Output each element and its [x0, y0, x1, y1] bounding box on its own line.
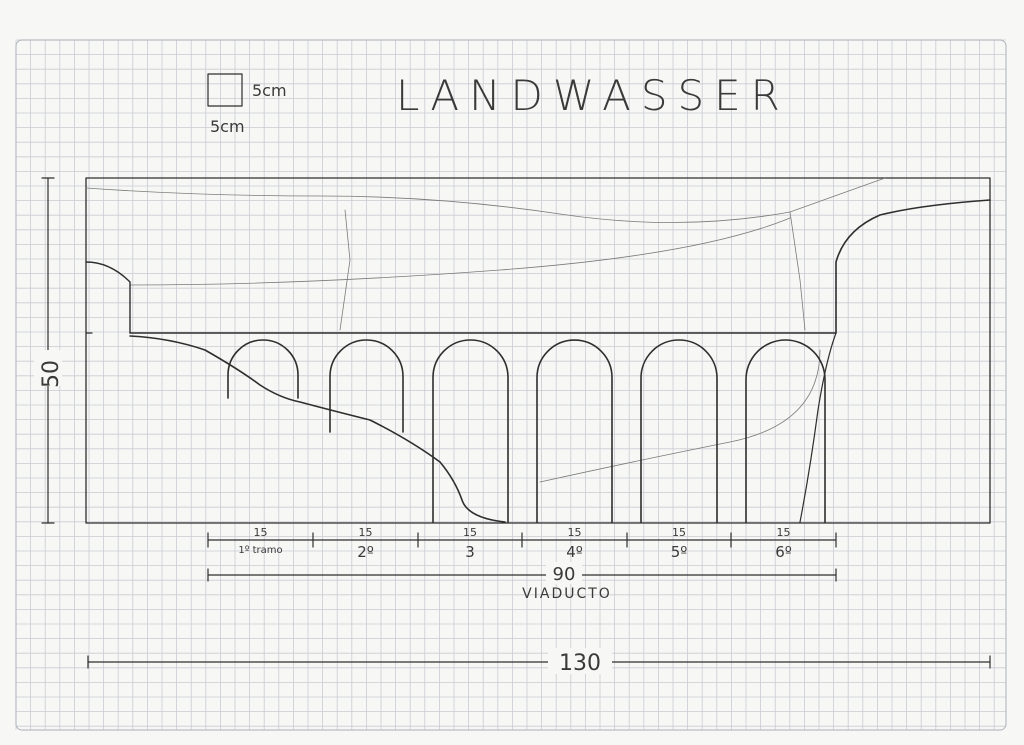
total-width-label: 130 [559, 651, 601, 676]
graph-grid [15, 39, 1006, 730]
terrain-line-upper [85, 177, 886, 223]
viaduct-label: VIADUCTO [522, 586, 612, 602]
span-length-1: 15 [254, 526, 268, 539]
grid-border [15, 39, 1007, 731]
viaduct-label-backdrop [546, 562, 582, 584]
scale-legend-square [207, 73, 243, 107]
scale-height-label: 5cm [210, 117, 245, 136]
terrain-crack-1 [339, 209, 351, 331]
span-label-3: 3 [465, 543, 475, 561]
arch-4 [536, 339, 613, 523]
arch-3 [432, 339, 509, 523]
scale-width-label: 5cm [252, 81, 287, 100]
span-length-5: 15 [672, 526, 686, 539]
arch-5 [640, 339, 718, 523]
right-bank-outline [835, 199, 991, 334]
terrain-crack-2 [789, 211, 806, 331]
span-length-2: 15 [359, 526, 373, 539]
span-label-4: 4º [566, 543, 583, 561]
span-label-2: 2º [357, 543, 374, 561]
viaduct-dimension-value: 90 [553, 564, 576, 585]
height-dimension-label: 50 [39, 360, 64, 388]
span-length-4: 15 [568, 526, 582, 539]
span-length-3: 15 [463, 526, 477, 539]
span-length-6: 15 [777, 526, 791, 539]
drawing-frame [85, 177, 991, 524]
right-bank-cliff [799, 332, 837, 523]
total-width-label-backdrop [548, 648, 612, 674]
arch-2 [329, 339, 404, 433]
span-label-5: 5º [671, 543, 688, 561]
drawing-title: LANDWASSER [396, 71, 790, 120]
span-annotations: 15 1º tramo 15 2º 15 3 15 4º 15 5º 15 6º [207, 526, 837, 561]
valley-slope [129, 335, 506, 523]
viaduct-arches [227, 339, 826, 523]
height-label-backdrop [34, 350, 62, 386]
arch-1 [227, 339, 299, 399]
arch-6 [745, 339, 826, 523]
span-label-6: 6º [775, 543, 792, 561]
terrain-line-lower [129, 217, 791, 286]
terrain-line-right [539, 349, 821, 483]
span-label-1: 1º tramo [238, 545, 282, 556]
left-bank-outline [85, 261, 131, 334]
